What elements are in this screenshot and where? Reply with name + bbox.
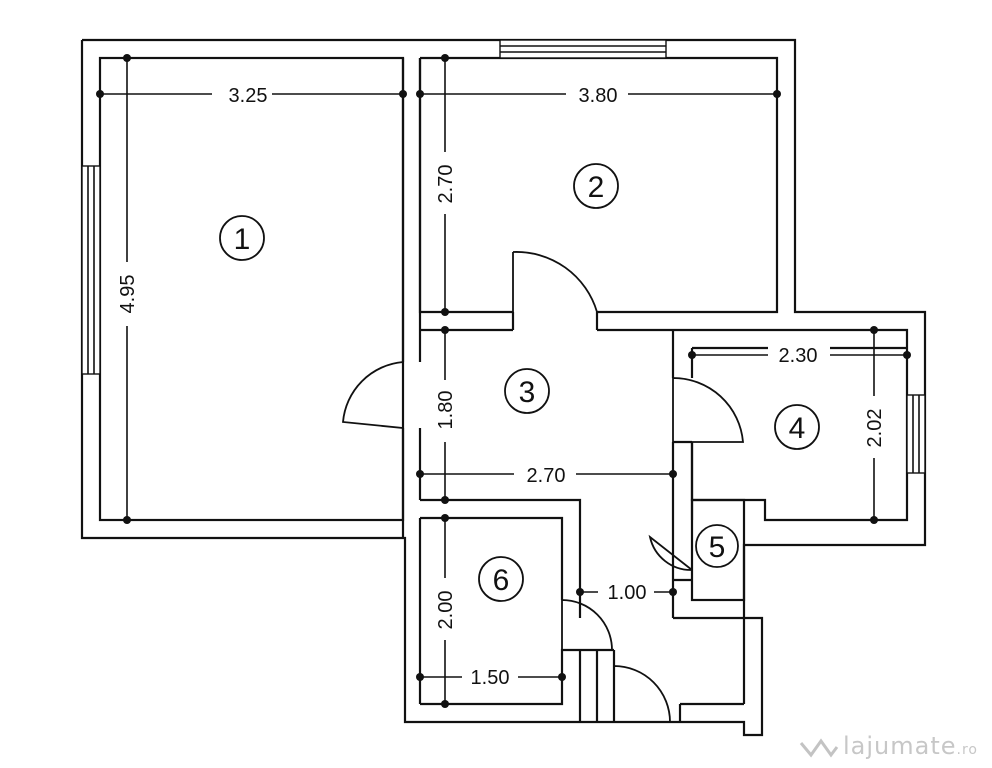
watermark-logo-icon: [799, 738, 839, 758]
dimension-corridor-width: 1.00: [576, 580, 677, 604]
svg-text:5: 5: [709, 531, 726, 564]
room2-width-label: 3.80: [579, 85, 618, 107]
room6-width-label: 1.50: [471, 667, 510, 689]
door-room-2: [512, 251, 598, 313]
dimension-room2-width: 3.80: [416, 82, 781, 107]
room2-length-label: 2.70: [435, 165, 457, 204]
svg-text:6: 6: [493, 564, 510, 597]
room-label-5: 5: [695, 524, 739, 568]
dimension-room3-length: 1.80: [433, 326, 457, 504]
room3-width-label: 2.70: [527, 465, 566, 487]
window-right: [906, 394, 926, 474]
room1-width-label: 3.25: [229, 85, 268, 107]
svg-text:4: 4: [789, 412, 806, 445]
dimension-room1-width: 3.25: [96, 82, 407, 107]
dimension-room6-length: 2.00: [433, 514, 457, 708]
svg-text:2: 2: [588, 171, 605, 204]
room3-length-label: 1.80: [435, 391, 457, 430]
dimension-room4-width: 2.30: [688, 343, 911, 367]
svg-text:3: 3: [519, 376, 536, 409]
entrance-door: [613, 665, 671, 723]
corridor-width-label: 1.00: [608, 582, 647, 604]
watermark-tld: .ro: [956, 742, 978, 758]
dimension-room1-length: 4.95: [115, 54, 139, 524]
room1-length-label: 4.95: [117, 275, 139, 314]
room6-length-label: 2.00: [435, 591, 457, 630]
room4-length-label: 2.02: [864, 409, 886, 448]
window-left: [81, 165, 101, 375]
room-6-wall: [420, 516, 564, 600]
room-label-4: 4: [774, 404, 820, 450]
watermark-text: lajumate: [843, 732, 957, 760]
watermark: lajumate.ro: [797, 732, 978, 760]
dimension-room2-length: 2.70: [433, 54, 457, 316]
dimension-room3-width: 2.70: [416, 462, 677, 487]
room-1-wall: [98, 56, 405, 522]
door-room-5: [648, 534, 693, 572]
door-room-6: [561, 599, 613, 651]
room4-width-label: 2.30: [779, 345, 818, 367]
door-room-1: [342, 361, 404, 429]
room-label-2: 2: [573, 163, 619, 209]
door-room-4: [672, 377, 744, 443]
room-label-1: 1: [219, 215, 265, 261]
room-label-6: 6: [478, 556, 524, 602]
room-6-wall: [420, 498, 582, 618]
outer-wall: [80, 38, 927, 737]
dimension-room4-length: 2.02: [862, 326, 886, 524]
svg-text:1: 1: [234, 223, 251, 256]
window-top: [499, 39, 667, 59]
dimension-room6-width: 1.50: [416, 665, 566, 689]
room-label-3: 3: [504, 368, 550, 414]
